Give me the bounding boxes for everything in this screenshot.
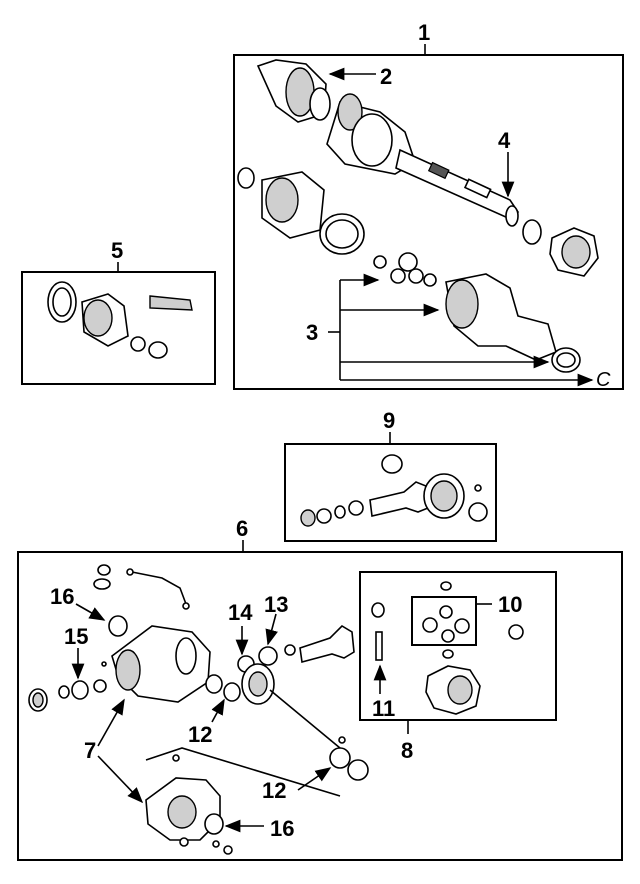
diff-case	[371, 602, 481, 715]
callout-16-bottom: 16	[270, 816, 294, 841]
outer-joint	[522, 219, 599, 277]
side-gear-box	[411, 596, 477, 646]
pinion-kit	[300, 454, 488, 527]
callout-c: C	[596, 369, 611, 391]
boot-kit	[47, 281, 193, 359]
differential-box	[17, 551, 623, 861]
callout-4: 4	[498, 128, 511, 153]
callout-5: 5	[111, 238, 123, 263]
callout-13: 13	[264, 592, 288, 617]
callout-15: 15	[64, 624, 88, 649]
middle-bearings	[205, 624, 355, 705]
callout-12-upper: 12	[188, 722, 212, 747]
diff-lower-housing	[145, 754, 233, 855]
diff-housing	[93, 564, 211, 703]
callout-3-leader	[328, 273, 594, 387]
callout-16-top: 16	[50, 584, 74, 609]
callout-6: 6	[236, 516, 248, 541]
right-bearings	[145, 689, 369, 797]
case-kit-box	[359, 571, 557, 721]
boot-kit-parts	[237, 167, 365, 255]
axle-assembly-box	[233, 54, 624, 390]
axle-shaft	[256, 59, 520, 227]
callout-7: 7	[84, 738, 96, 763]
left-bearings	[28, 661, 107, 712]
callout-10: 10	[498, 592, 522, 617]
callout-8: 8	[401, 738, 413, 763]
callout-12-lower: 12	[262, 778, 286, 803]
callout-14: 14	[228, 600, 253, 625]
callout-11: 11	[372, 696, 395, 721]
callout-2: 2	[380, 64, 392, 89]
callout-1: 1	[418, 20, 430, 45]
callout-3: 3	[306, 320, 318, 345]
side-gears	[422, 581, 524, 659]
inner-joint	[373, 252, 581, 373]
callout-9: 9	[383, 408, 395, 433]
